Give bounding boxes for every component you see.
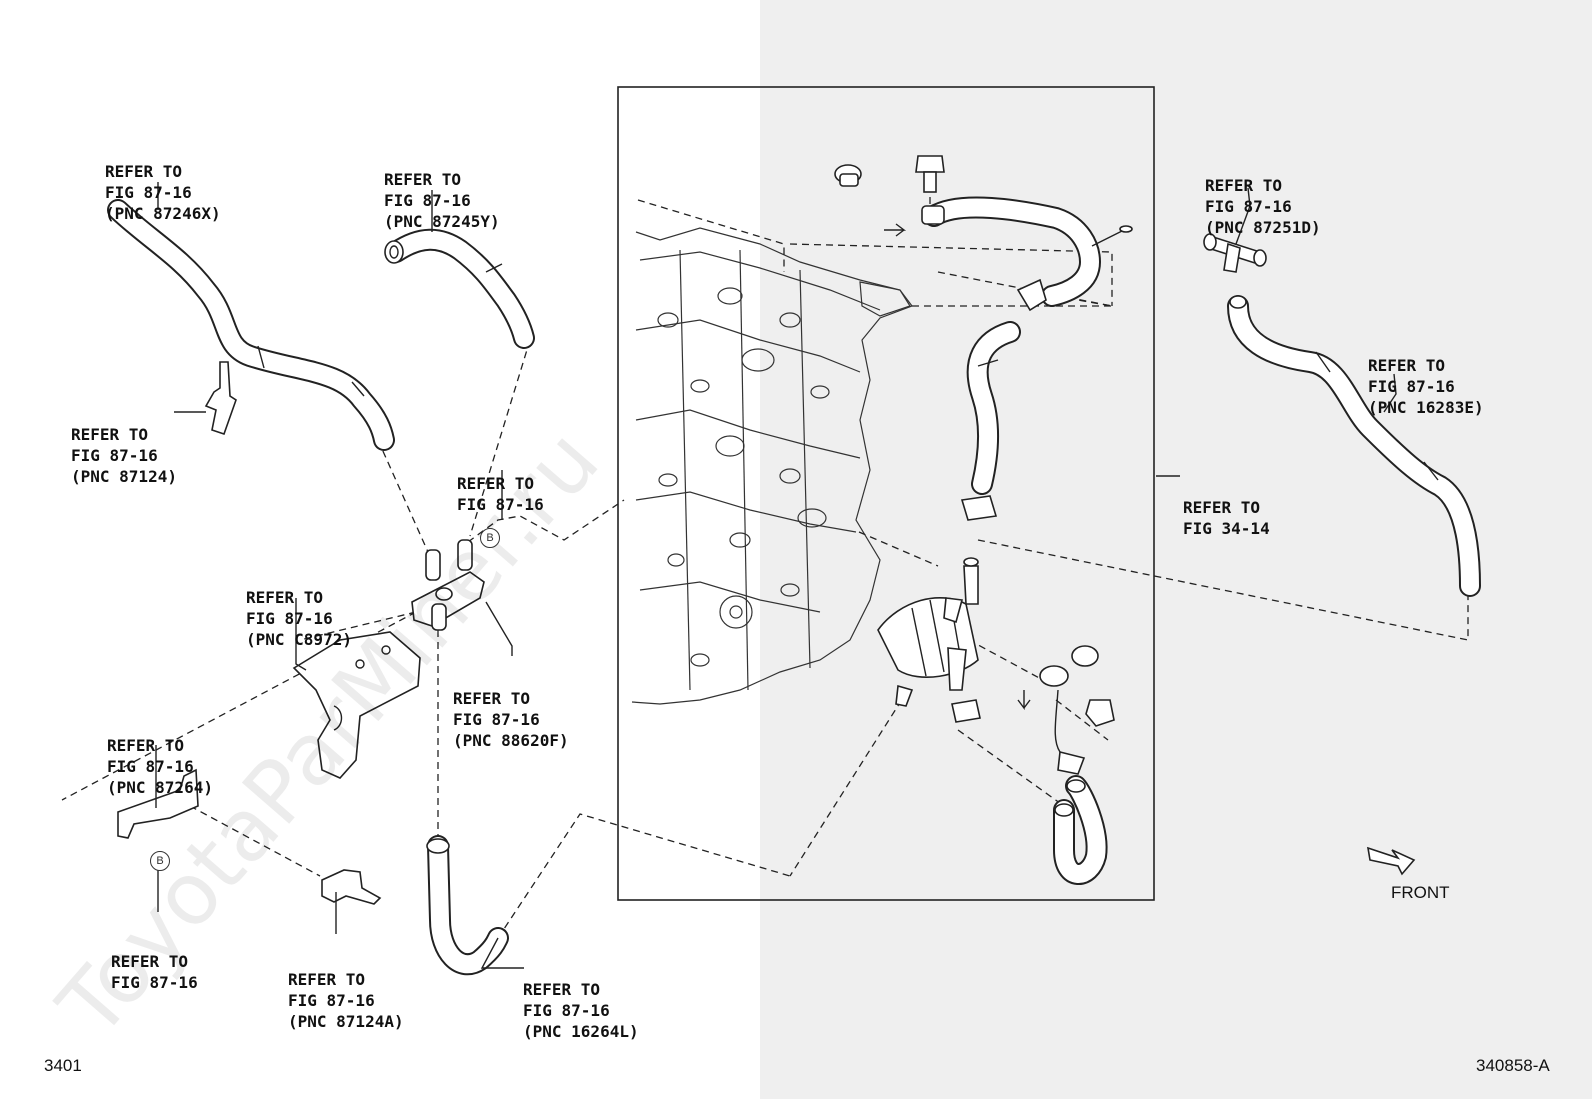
hose-16283e [1227,295,1481,597]
figure-code: 340858-A [1476,1056,1550,1075]
tee-87251d [1203,233,1267,273]
clip-87124a [321,869,382,905]
upper-pipe-assembly [834,155,1133,312]
hose-87246x [107,199,395,451]
connector-b-lower: B [150,851,170,871]
lower-fittings [951,645,1115,775]
engine-frame-box [617,86,1155,901]
callout-leaders [155,182,1397,969]
hose-87245y [384,228,535,349]
front-direction-label: FRONT [1391,883,1450,902]
connector-b-upper: B [480,528,500,548]
section-number: 3401 [44,1056,82,1075]
middle-coolant-hose [960,321,1021,521]
shaded-background-panel [760,0,1592,1099]
bracket-87264 [117,768,199,839]
valve-88620f [411,539,485,631]
bracket-87124 [204,361,237,436]
oil-cooler [877,557,979,707]
u-hose [1053,775,1108,885]
engine-block [631,227,913,705]
front-arrow-icon [1366,846,1416,876]
hose-16264l [426,835,509,976]
bracket-c8972 [292,631,421,779]
